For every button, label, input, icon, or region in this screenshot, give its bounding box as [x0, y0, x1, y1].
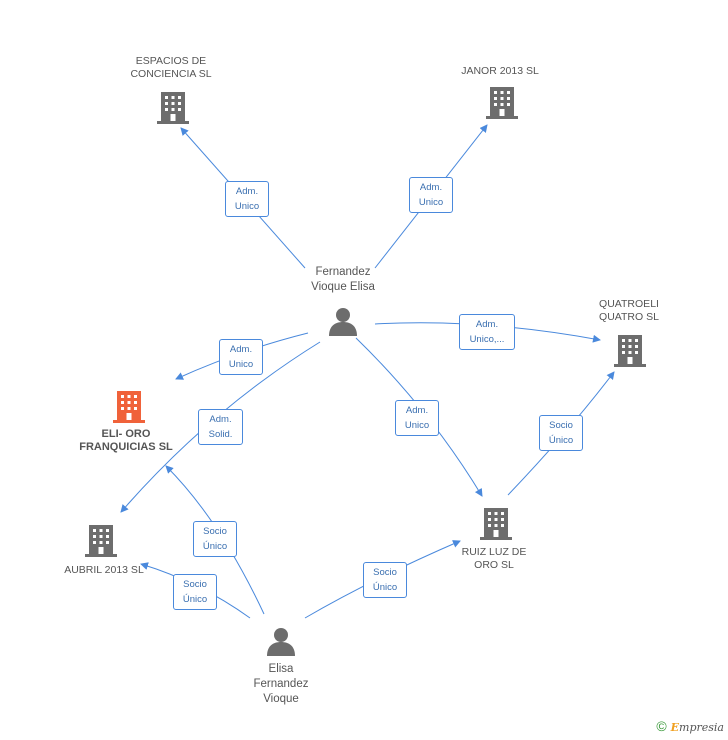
edge-label-socio-unico: Socio Único: [193, 521, 237, 557]
person-label-elisa[interactable]: Elisa Fernandez Vioque: [253, 663, 309, 705]
edge-label-adm-unico: Adm. Unico: [219, 339, 263, 375]
edge-label-socio-unico: Socio Único: [173, 574, 217, 610]
edge-label-socio-unico: Socio Único: [363, 562, 407, 598]
building-icon[interactable]: [85, 523, 117, 557]
building-icon[interactable]: [486, 85, 518, 119]
edge-label-adm-unico: Adm. Unico: [395, 400, 439, 436]
company-label-elioro[interactable]: ELI- ORO FRANQUICIAS SL: [79, 428, 173, 453]
edge-label-adm-solid: Adm. Solid.: [198, 409, 243, 445]
edge-label-adm-unico: Adm. Unico: [225, 181, 269, 217]
building-icon[interactable]: [480, 506, 512, 540]
building-icon-highlighted[interactable]: [113, 389, 145, 423]
edge-label-socio-unico: Socio Único: [539, 415, 583, 451]
building-icon[interactable]: [614, 333, 646, 367]
edge-label-adm-unico: Adm. Unico: [409, 177, 453, 213]
copyright-icon: ©: [656, 718, 667, 734]
company-label-espacios[interactable]: ESPACIOS DE CONCIENCIA SL: [130, 55, 212, 80]
company-label-janor[interactable]: JANOR 2013 SL: [461, 65, 539, 77]
building-icon[interactable]: [157, 90, 189, 124]
person-icon[interactable]: [328, 306, 358, 336]
person-label-fernandez[interactable]: Fernandez Vioque Elisa: [311, 266, 375, 293]
company-label-quatroeli[interactable]: QUATROELI QUATRO SL: [599, 298, 659, 323]
edge-label-adm-unico: Adm. Unico,...: [459, 314, 515, 350]
person-icon[interactable]: [266, 626, 296, 656]
company-label-aubril[interactable]: AUBRIL 2013 SL: [64, 564, 144, 576]
brand-footer: ©Empresia: [656, 718, 724, 734]
brand-logo: Empresia: [670, 721, 724, 734]
company-label-ruizluz[interactable]: RUIZ LUZ DE ORO SL: [461, 546, 527, 571]
